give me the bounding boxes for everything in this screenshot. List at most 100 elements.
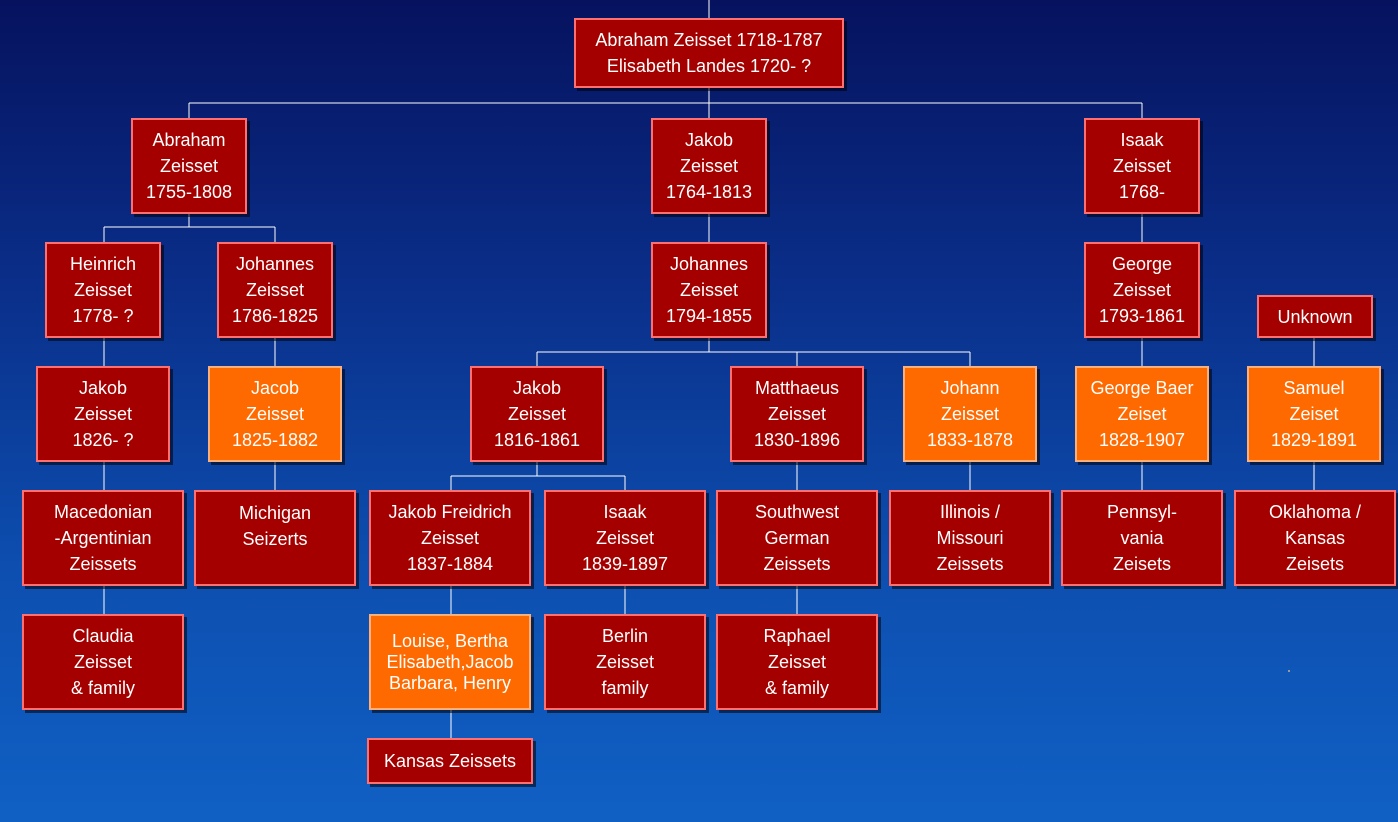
node-line: Michigan bbox=[238, 503, 312, 523]
node-line: Missouri bbox=[936, 528, 1004, 548]
node-line: Zeisset bbox=[420, 528, 480, 548]
node-line: 1826- ? bbox=[72, 430, 134, 450]
node-line: Samuel bbox=[1283, 378, 1345, 398]
node-line: Zeisset bbox=[767, 404, 827, 424]
node-line: 1828-1907 bbox=[1098, 430, 1186, 450]
node-line: Zeisset bbox=[73, 404, 133, 424]
node-george-baer-1828: George Baer Zeiset 1828-1907 bbox=[1075, 366, 1209, 462]
node-raphael-family: Raphael Zeisset & family bbox=[716, 614, 878, 710]
node-line: 1755-1808 bbox=[145, 182, 233, 202]
node-line: Louise, Bertha bbox=[391, 630, 509, 651]
node-isaak-1768: Isaak Zeisset 1768- bbox=[1084, 118, 1200, 214]
node-line: George Baer bbox=[1090, 378, 1194, 398]
node-line: Seizerts bbox=[242, 529, 308, 549]
node-line: 1839-1897 bbox=[581, 554, 669, 574]
node-line: Matthaeus bbox=[754, 378, 840, 398]
node-line: Kansas bbox=[1284, 528, 1346, 548]
node-line: Kansas Zeissets bbox=[383, 751, 517, 771]
node-michigan-seizerts: Michigan Seizerts bbox=[194, 490, 356, 586]
node-line: Zeisset bbox=[679, 280, 739, 300]
node-line: Zeisset bbox=[245, 404, 305, 424]
node-line: Zeiset bbox=[1117, 404, 1167, 424]
node-unknown: Unknown bbox=[1257, 295, 1373, 338]
node-root-couple: Abraham Zeisset 1718-1787 Elisabeth Land… bbox=[574, 18, 844, 88]
node-line: Zeissets bbox=[69, 554, 137, 574]
node-line: 1778- ? bbox=[72, 306, 134, 326]
node-line: Illinois / bbox=[939, 502, 1001, 522]
node-line: Zeisset bbox=[1112, 280, 1172, 300]
node-jakob-friedrich-1837: Jakob Freidrich Zeisset 1837-1884 bbox=[369, 490, 531, 586]
node-line: Zeisets bbox=[1285, 554, 1345, 574]
node-line: 1764-1813 bbox=[665, 182, 753, 202]
node-line: 1830-1896 bbox=[753, 430, 841, 450]
node-line: Zeisset bbox=[507, 404, 567, 424]
node-johannes-1794: Johannes Zeisset 1794-1855 bbox=[651, 242, 767, 338]
node-line: Zeisset bbox=[679, 156, 739, 176]
node-line: Zeisset bbox=[1112, 156, 1172, 176]
node-line: Zeisset bbox=[73, 280, 133, 300]
node-line: Jakob Freidrich bbox=[388, 502, 512, 522]
node-line: Abraham bbox=[152, 130, 226, 150]
node-line: 1833-1878 bbox=[926, 430, 1014, 450]
node-jacob-1825: Jacob Zeisset 1825-1882 bbox=[208, 366, 342, 462]
node-line: Macedonian bbox=[53, 502, 153, 522]
node-line: Zeisets bbox=[1112, 554, 1172, 574]
node-southwest-german: Southwest German Zeissets bbox=[716, 490, 878, 586]
node-illinois-missouri: Illinois / Missouri Zeissets bbox=[889, 490, 1051, 586]
node-line: 1829-1891 bbox=[1270, 430, 1358, 450]
node-line: Zeisset bbox=[595, 652, 655, 672]
node-line: -Argentinian bbox=[54, 528, 152, 548]
node-line: Zeisset bbox=[767, 652, 827, 672]
node-line: Johannes bbox=[669, 254, 749, 274]
node-line: 1786-1825 bbox=[231, 306, 319, 326]
node-line: 1768- bbox=[1118, 182, 1166, 202]
node-line: 1816-1861 bbox=[493, 430, 581, 450]
node-line: George bbox=[1111, 254, 1173, 274]
node-line: Heinrich bbox=[69, 254, 137, 274]
node-jakob-1764: Jakob Zeisset 1764-1813 bbox=[651, 118, 767, 214]
node-line: Oklahoma / bbox=[1268, 502, 1362, 522]
node-line: Isaak bbox=[1120, 130, 1164, 150]
node-line: Zeiset bbox=[1289, 404, 1339, 424]
stray-dot bbox=[1288, 670, 1290, 672]
node-macedonian-argentinian: Macedonian -Argentinian Zeissets bbox=[22, 490, 184, 586]
node-line: Jacob bbox=[250, 378, 300, 398]
node-oklahoma-kansas: Oklahoma / Kansas Zeisets bbox=[1234, 490, 1396, 586]
node-line: Elisabeth,Jacob bbox=[386, 651, 514, 672]
node-jakob-1816: Jakob Zeisset 1816-1861 bbox=[470, 366, 604, 462]
node-johann-1833: Johann Zeisset 1833-1878 bbox=[903, 366, 1037, 462]
node-line: Southwest bbox=[754, 502, 840, 522]
node-line: Pennsyl- bbox=[1106, 502, 1178, 522]
node-line: Zeissets bbox=[763, 554, 831, 574]
node-line: Raphael bbox=[763, 626, 831, 646]
node-line: Elisabeth Landes 1720- ? bbox=[606, 56, 812, 76]
node-jakob-1826: Jakob Zeisset 1826- ? bbox=[36, 366, 170, 462]
node-line: & family bbox=[764, 678, 829, 698]
node-abraham-1755: Abraham Zeisset 1755-1808 bbox=[131, 118, 247, 214]
node-kansas-zeissets: Kansas Zeissets bbox=[367, 738, 533, 784]
node-line: Unknown bbox=[1277, 306, 1353, 327]
node-claudia-family: Claudia Zeisset & family bbox=[22, 614, 184, 710]
node-line: Zeisset bbox=[245, 280, 305, 300]
node-line: Jakob bbox=[512, 378, 562, 398]
node-matthaeus-1830: Matthaeus Zeisset 1830-1896 bbox=[730, 366, 864, 462]
node-line: Johannes bbox=[235, 254, 315, 274]
node-line: & family bbox=[70, 678, 135, 698]
node-line: Claudia bbox=[72, 626, 134, 646]
node-heinrich-1778: Heinrich Zeisset 1778- ? bbox=[45, 242, 161, 338]
node-line: Johann bbox=[940, 378, 1000, 398]
node-johannes-1786: Johannes Zeisset 1786-1825 bbox=[217, 242, 333, 338]
node-line: Barbara, Henry bbox=[388, 672, 512, 693]
node-line: German bbox=[764, 528, 830, 548]
node-louise-bertha-siblings: Louise, Bertha Elisabeth,Jacob Barbara, … bbox=[369, 614, 531, 710]
node-line: 1793-1861 bbox=[1098, 306, 1186, 326]
node-line: Berlin bbox=[601, 626, 649, 646]
node-samuel-1829: Samuel Zeiset 1829-1891 bbox=[1247, 366, 1381, 462]
node-line: Zeisset bbox=[940, 404, 1000, 424]
node-line: 1837-1884 bbox=[406, 554, 494, 574]
node-line: Isaak bbox=[603, 502, 647, 522]
node-line: Jakob bbox=[78, 378, 128, 398]
node-line: vania bbox=[1120, 528, 1164, 548]
node-line: 1825-1882 bbox=[231, 430, 319, 450]
